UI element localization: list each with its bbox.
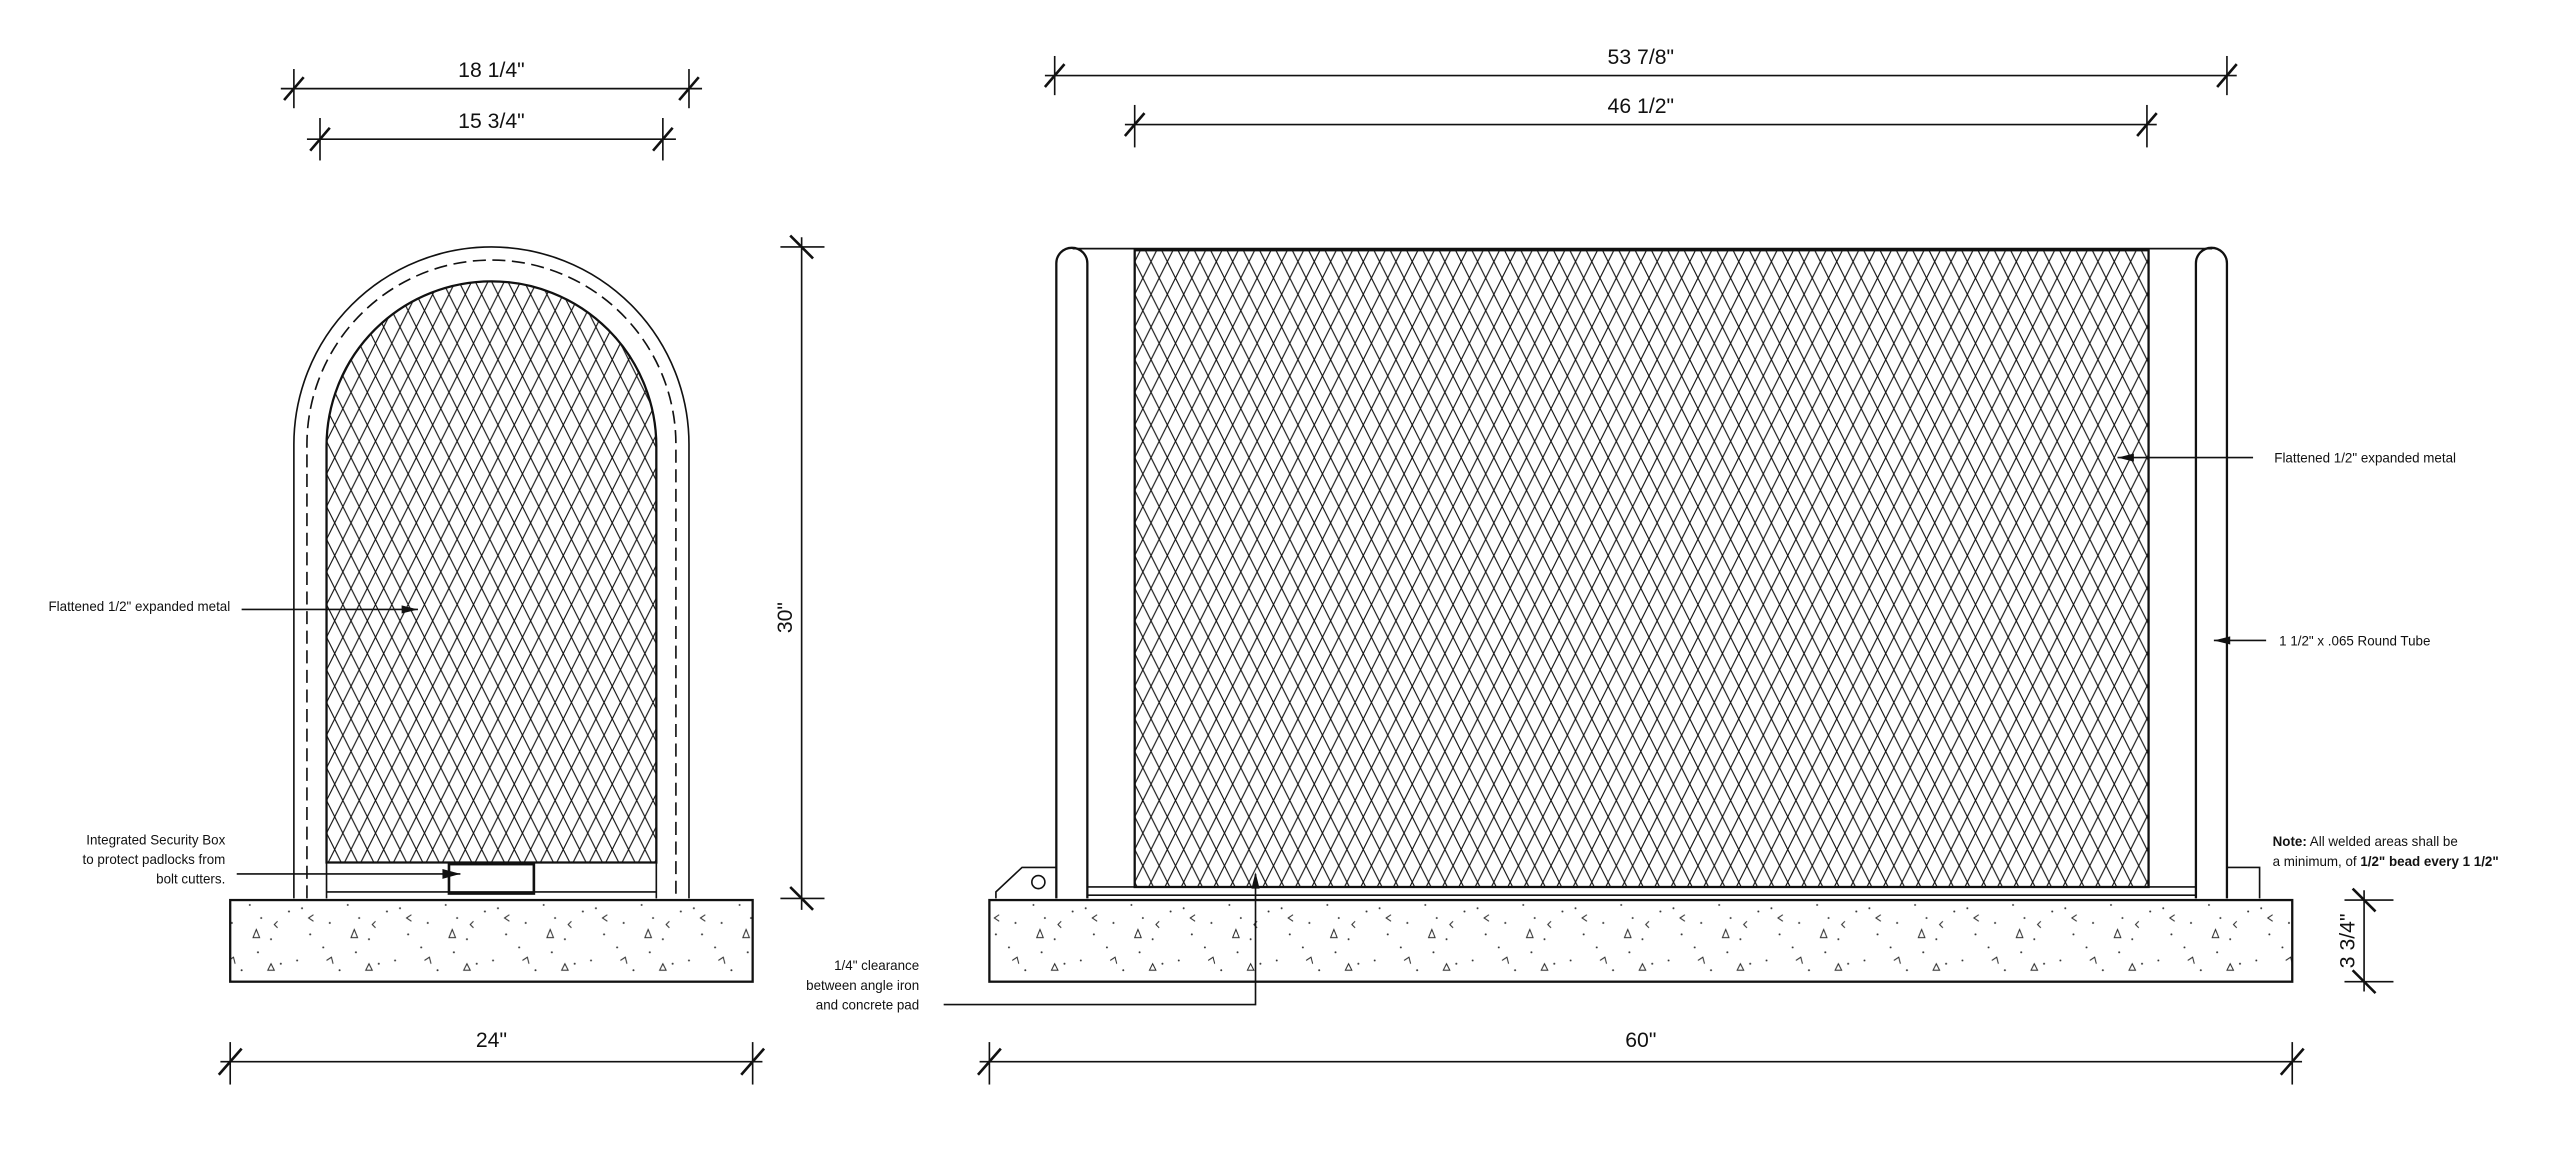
security-box [447, 862, 536, 895]
dimension-pad-height: 3 3/4" [2336, 887, 2394, 995]
expanded-metal-mesh [1133, 249, 2150, 889]
svg-text:1 1/2" x .065 Round Tube: 1 1/2" x .065 Round Tube [2279, 633, 2430, 648]
svg-text:between angle iron: between angle iron [806, 978, 919, 993]
right-view: 53 7/8" 46 1/2" 60" [806, 46, 2499, 1085]
concrete-pad [988, 898, 2294, 983]
left-view: 18 1/4" 15 3/4" 30" 24" [48, 59, 825, 1085]
hinge-bracket [995, 866, 1057, 899]
callout-mesh-right: Flattened 1/2" expanded metal [2117, 451, 2456, 466]
svg-text:Note: All welded areas shall b: Note: All welded areas shall be [2273, 834, 2458, 849]
callout-security-box: Integrated Security Box to protect padlo… [83, 833, 461, 887]
svg-text:Integrated Security Box: Integrated Security Box [86, 833, 225, 848]
svg-text:and concrete pad: and concrete pad [816, 997, 919, 1012]
dimension-label: 60" [1625, 1029, 1656, 1052]
weld-note: Note: All welded areas shall be a minimu… [2273, 834, 2499, 869]
svg-text:a minimum, of 1/2" bead every: a minimum, of 1/2" bead every 1 1/2" [2273, 854, 2499, 869]
dimension-label: 24" [476, 1029, 507, 1052]
round-tube-right [2194, 246, 2229, 899]
svg-text:bolt cutters.: bolt cutters. [156, 872, 225, 887]
dimension-height: 30" [774, 234, 825, 911]
dimension-label: 15 3/4" [458, 110, 525, 133]
svg-text:Flattened 1/2" expanded metal: Flattened 1/2" expanded metal [48, 599, 230, 614]
round-tube-left [1055, 246, 1089, 899]
dimension-inner-width: 15 3/4" [306, 110, 676, 161]
callout-round-tube: 1 1/2" x .065 Round Tube [2213, 633, 2430, 648]
end-bracket [2226, 866, 2261, 899]
arch-frame-dashed [306, 259, 677, 899]
hinge-pin [1031, 874, 1046, 890]
dimension-label: 53 7/8" [1608, 46, 1675, 69]
dimension-label: 3 3/4" [2336, 914, 2359, 969]
expanded-metal-mesh [325, 280, 658, 864]
callout-clearance: 1/4" clearance between angle iron and co… [806, 872, 1260, 1012]
dimension-inner-width: 46 1/2" [1123, 95, 2158, 148]
dimension-pad-width: 60" [976, 1029, 2305, 1085]
concrete-pad [229, 898, 754, 983]
dimension-outer-width: 53 7/8" [1043, 46, 2238, 96]
dimension-pad-width: 24" [217, 1029, 766, 1085]
dimension-label: 18 1/4" [458, 59, 525, 82]
dimension-label: 30" [774, 602, 797, 633]
svg-text:Flattened 1/2" expanded metal: Flattened 1/2" expanded metal [2274, 451, 2456, 466]
arch-frame-outer [293, 246, 690, 899]
callout-mesh-left: Flattened 1/2" expanded metal [48, 599, 418, 614]
dimension-label: 46 1/2" [1608, 95, 1675, 118]
svg-text:1/4" clearance: 1/4" clearance [834, 958, 919, 973]
dimension-outer-width: 18 1/4" [280, 59, 703, 109]
svg-text:to protect padlocks from: to protect padlocks from [83, 852, 226, 867]
